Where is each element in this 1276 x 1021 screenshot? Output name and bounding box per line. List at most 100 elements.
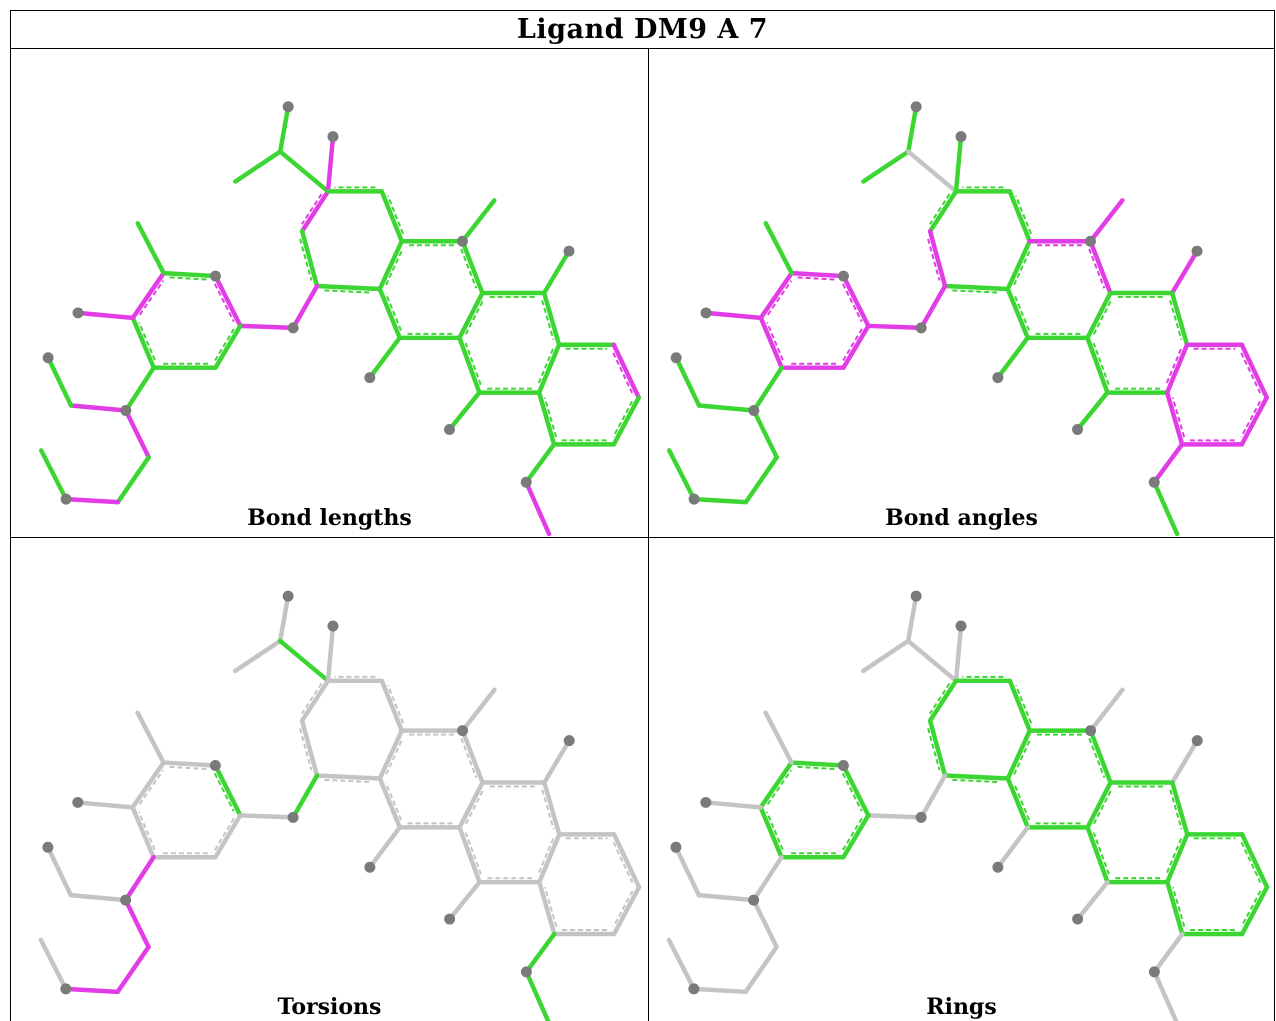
bond-M-O <box>460 238 485 296</box>
aromatic-bond-r5-r6 <box>137 811 156 851</box>
bond-B-C <box>233 149 283 184</box>
atom-D <box>955 620 967 632</box>
atom-A <box>282 101 294 113</box>
aromatic-bond-AA-S <box>1171 397 1186 438</box>
bond-B-C <box>233 638 283 674</box>
bond-AA-AB <box>1152 931 1185 975</box>
atom-s3 <box>670 841 682 853</box>
bond-J-I <box>1007 678 1033 733</box>
bond-Pp-Q <box>1170 738 1200 785</box>
bond-r6-r8 <box>75 800 135 810</box>
atom-r2 <box>837 760 849 772</box>
molecule-bond-angles <box>666 101 1269 537</box>
bond-F-G <box>299 229 320 289</box>
bond-K-J <box>377 728 405 781</box>
aromatic-bond-r1-r2 <box>169 765 209 771</box>
bond-T-O <box>1085 290 1113 341</box>
aromatic-bond-Y-Z <box>1240 890 1262 927</box>
bond-s5-s6 <box>691 986 748 995</box>
bond-r6-r1 <box>130 270 166 321</box>
bond-A-B <box>905 593 919 644</box>
bond-L-V <box>995 335 1030 380</box>
bond-Y-Z <box>1239 884 1270 937</box>
bond-AA-S <box>1165 879 1185 937</box>
bond-s5-s6 <box>691 496 749 505</box>
bond-r2-r3 <box>213 273 243 329</box>
bond-Pp-Q <box>542 738 572 785</box>
bond-s2-s3 <box>673 355 702 408</box>
aromatic-bond-E-F <box>929 682 951 715</box>
bond-B-C <box>861 638 911 674</box>
bond-G-K <box>314 773 383 781</box>
bond-s4-s5 <box>115 944 151 995</box>
bond-B-E <box>905 149 959 194</box>
aromatic-bond-E-F <box>301 193 323 225</box>
bond-G-H <box>290 773 320 820</box>
atom-s1 <box>120 405 132 416</box>
aromatic-bond-r2-r3 <box>214 283 235 323</box>
caption-bond-lengths: Bond lengths <box>247 505 412 531</box>
bond-M-O <box>1088 728 1113 785</box>
bond-r2-r3 <box>213 763 243 818</box>
atom-M <box>457 725 469 737</box>
bond-M-O <box>460 728 485 785</box>
bond-M-O <box>1088 238 1113 296</box>
bond-r1-r2 <box>161 760 218 768</box>
atom-r8 <box>700 796 712 808</box>
bond-s2-s3 <box>673 845 702 898</box>
bond-T-O <box>457 290 485 341</box>
panel-rings: Rings <box>648 537 1275 1021</box>
bond-A-B <box>277 104 291 154</box>
aromatic-bond-J-I <box>1015 684 1033 724</box>
bond-U-W <box>447 879 482 922</box>
aromatic-bond-Y-Z <box>1240 400 1262 438</box>
aromatic-bond-K-J <box>385 248 404 286</box>
aromatic-bond-T-O <box>1093 789 1113 825</box>
aromatic-bond-r6-r1 <box>138 769 164 805</box>
bond-X-Y <box>1239 342 1269 400</box>
bond-r5-s1 <box>751 365 784 413</box>
bond-r3-r4 <box>213 323 243 370</box>
molecule-torsions <box>38 590 642 1021</box>
aromatic-bond-K-J <box>385 737 404 775</box>
bond-s1-s2 <box>68 892 128 903</box>
aromatic-bond-r2-r3 <box>842 283 863 323</box>
atom-AB <box>520 476 532 488</box>
bond-s4-s5 <box>115 455 151 505</box>
aromatic-bond-Y-Z <box>612 890 634 927</box>
bond-G-H <box>290 283 320 331</box>
aromatic-bond-T-O <box>465 789 485 825</box>
bond-s1-s2 <box>696 892 756 903</box>
atom-D <box>955 131 967 143</box>
bond-E-D <box>953 623 964 684</box>
aromatic-bond-r5-r6 <box>765 811 784 851</box>
bond-r5-r6 <box>130 315 156 370</box>
molecule-rings <box>666 590 1270 1021</box>
bond-r5-r6 <box>758 805 784 860</box>
bond-X-Y <box>611 832 642 890</box>
atom-AB <box>520 966 532 978</box>
bond-X-Y <box>611 342 641 400</box>
bond-H-r3 <box>866 323 924 331</box>
atom-H <box>287 322 299 334</box>
bond-s6-s7 <box>38 448 69 502</box>
bond-B-E <box>905 638 959 684</box>
atom-W <box>444 913 456 925</box>
atom-s6 <box>688 983 700 995</box>
aromatic-bond-F-G <box>927 728 941 771</box>
aromatic-bond-r3-r4 <box>214 328 235 362</box>
bond-U-T <box>1085 825 1110 885</box>
bond-AB-AC <box>1151 479 1180 537</box>
aromatic-bond-Pp-R <box>541 789 555 830</box>
atom-V <box>992 861 1004 873</box>
aromatic-bond-G-K <box>952 778 1001 784</box>
bond-L-V <box>367 825 403 870</box>
atom-AB <box>1148 476 1160 488</box>
bond-r1-r2 <box>161 270 218 279</box>
bond-X-Y <box>1239 832 1270 890</box>
bond-AB-AC <box>523 479 552 537</box>
bond-r5-r6 <box>130 805 156 860</box>
atom-M <box>456 235 468 247</box>
atom-M <box>1084 235 1096 247</box>
bond-AB-AC <box>1152 969 1179 1021</box>
